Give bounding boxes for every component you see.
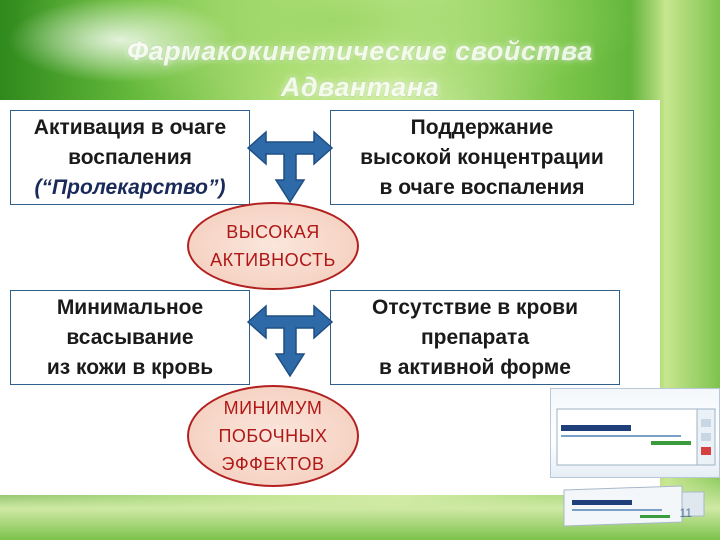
ointment-tube-image <box>560 482 710 532</box>
box-maintenance-line1: Поддержание <box>410 115 554 139</box>
oval-min-side-effects: МИНИМУМ ПОБОЧНЫХ ЭФФЕКТОВ <box>187 385 359 487</box>
box-absence-in-blood-line1: Отсутствие в крови <box>372 295 578 319</box>
ointment-tube-drawing <box>563 485 705 527</box>
product-box-drawing <box>556 408 716 466</box>
oval-high-activity-line2: АКТИВНОСТЬ <box>210 250 336 270</box>
box-activation-line3: (“Пролекарство”) <box>34 175 226 199</box>
slide-title-line2: Адвантана <box>280 72 440 102</box>
box-activation: Активация в очаге воспаления (“Пролекарс… <box>10 110 250 205</box>
box-maintenance-line2: высокой концентрации <box>360 145 604 169</box>
oval-min-side-effects-line3: ЭФФЕКТОВ <box>221 454 325 474</box>
box-maintenance: Поддержание высокой концентрации в очаге… <box>330 110 634 205</box>
box-min-absorption: Минимальное всасывание из кожи в кровь <box>10 290 250 385</box>
box-absence-in-blood: Отсутствие в крови препарата в активной … <box>330 290 620 385</box>
oval-high-activity-line1: ВЫСОКАЯ <box>226 222 320 242</box>
box-absence-in-blood-line2: препарата <box>420 325 530 349</box>
slide-number: 11 <box>679 506 692 520</box>
box-min-absorption-line1: Минимальное <box>56 295 204 319</box>
box-activation-line2: воспаления <box>68 145 192 169</box>
box-absence-in-blood-line3: в активной форме <box>379 355 571 379</box>
product-box-image <box>550 388 720 478</box>
box-maintenance-line3: в очаге воспаления <box>379 175 585 199</box>
box-min-absorption-line2: всасывание <box>66 325 194 349</box>
t-arrow-icon-bottom <box>246 304 334 378</box>
slide-title-line1: Фармакокинетические свойства <box>127 36 593 66</box>
oval-min-side-effects-line2: ПОБОЧНЫХ <box>218 426 328 446</box>
oval-high-activity: ВЫСОКАЯ АКТИВНОСТЬ <box>187 202 359 290</box>
t-arrow-icon-top <box>246 130 334 204</box>
box-activation-line1: Активация в очаге <box>33 115 227 139</box>
box-min-absorption-line3: из кожи в кровь <box>46 355 214 379</box>
oval-min-side-effects-line1: МИНИМУМ <box>223 398 323 418</box>
